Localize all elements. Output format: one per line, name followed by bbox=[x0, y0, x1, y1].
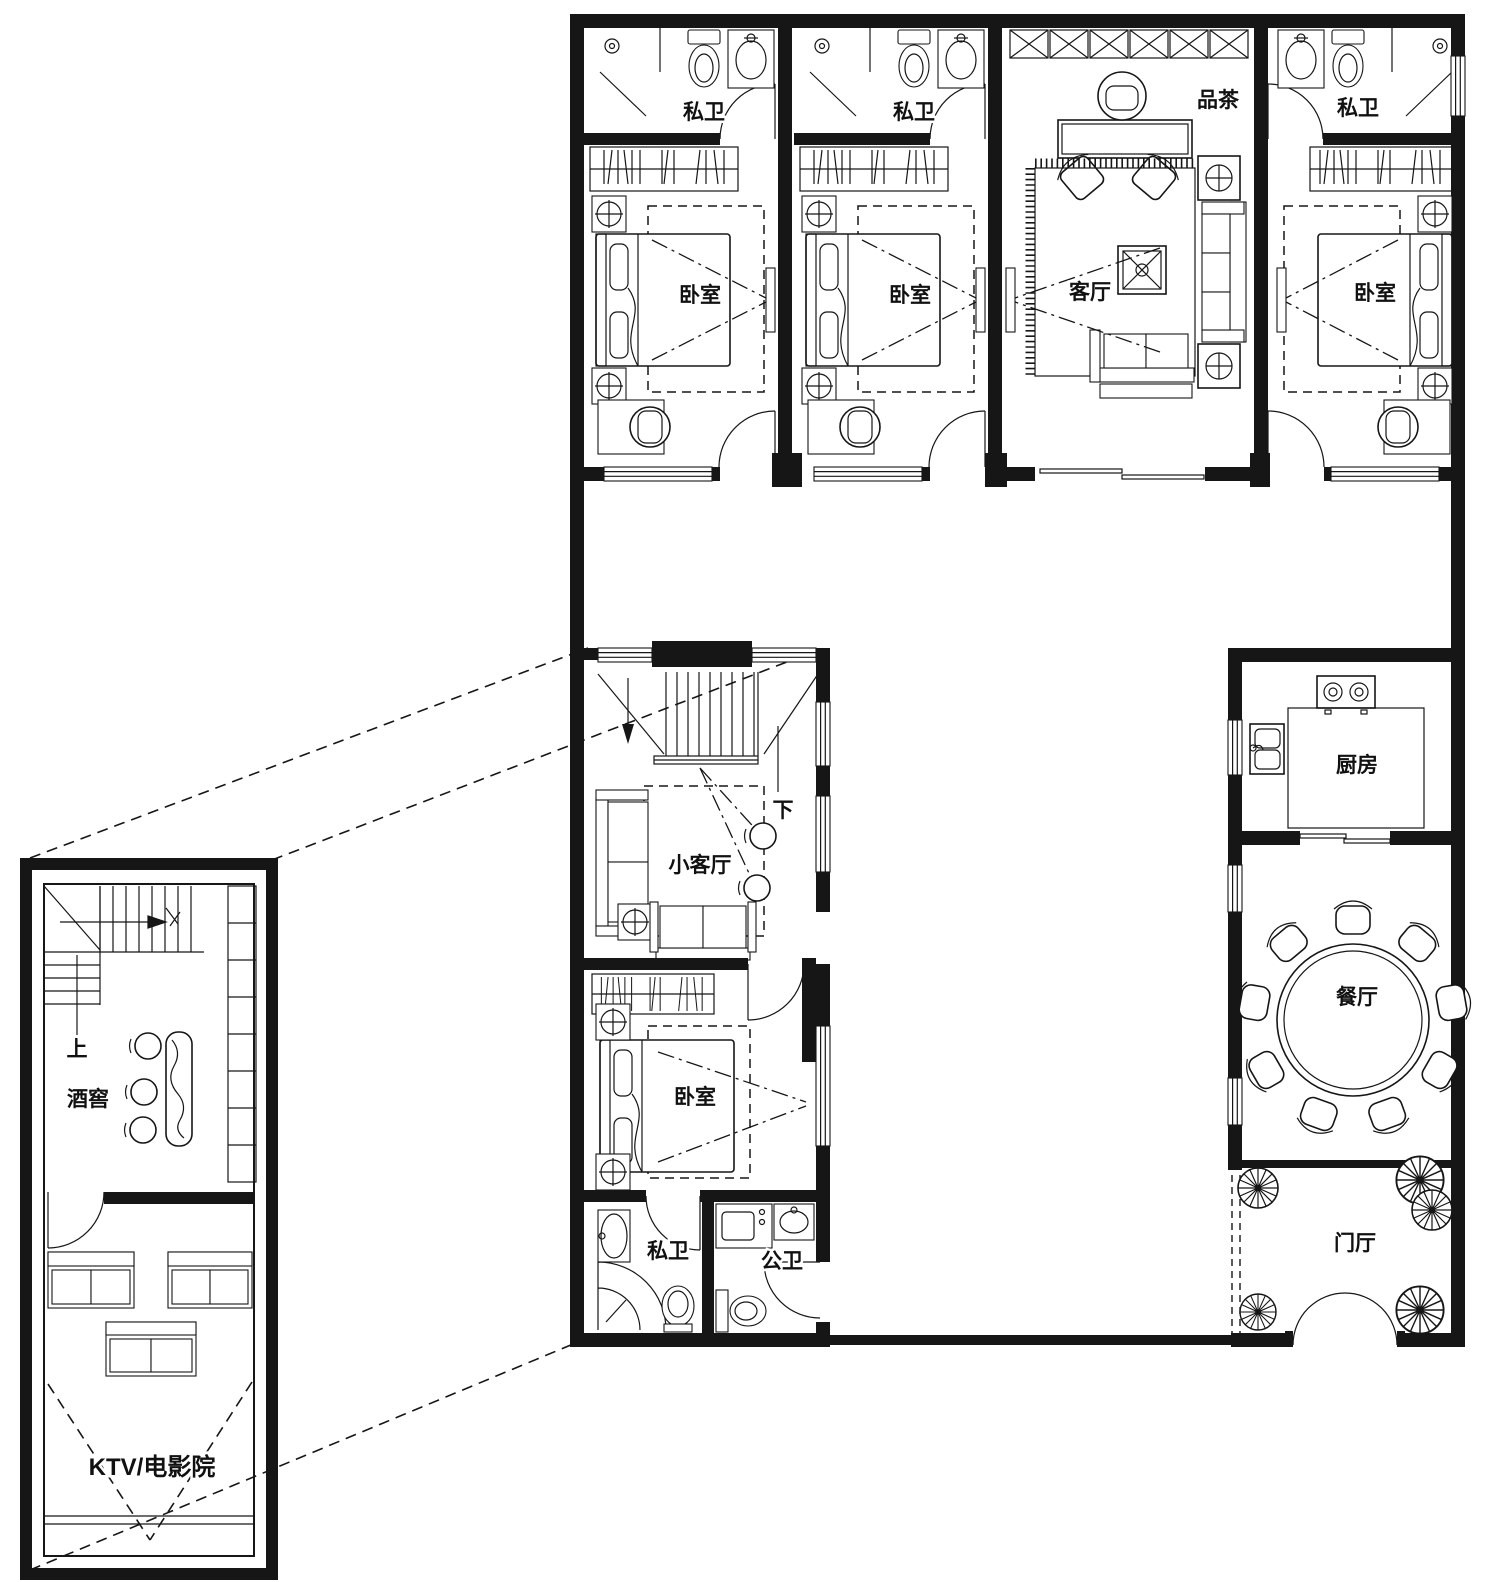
label-dining: 餐厅 bbox=[1336, 985, 1378, 1009]
dining-room bbox=[1227, 864, 1475, 1170]
loveseat bbox=[1089, 329, 1195, 399]
main-outer-walls bbox=[570, 14, 1465, 1347]
sliding-door bbox=[1039, 468, 1205, 480]
lower-bedroom bbox=[584, 958, 816, 1191]
label-bath-private: 私卫 bbox=[647, 1240, 689, 1263]
dining-table bbox=[1231, 900, 1475, 1140]
coffee-table bbox=[1117, 245, 1167, 295]
storage-cabinets bbox=[1009, 29, 1249, 59]
label-down: 下 bbox=[773, 799, 794, 822]
basement-inset bbox=[20, 858, 278, 1580]
sofa bbox=[1201, 201, 1247, 343]
stair-block bbox=[584, 641, 830, 885]
kitchen-room bbox=[1227, 648, 1465, 865]
label-bedroom-3: 卧室 bbox=[1354, 281, 1396, 305]
kitchen-sink bbox=[1249, 723, 1285, 775]
wine-rack bbox=[227, 885, 257, 1183]
stove bbox=[1316, 675, 1376, 715]
tv bbox=[1005, 267, 1016, 333]
kitchen-counter bbox=[1287, 707, 1425, 829]
label-bath-2: 私卫 bbox=[893, 101, 935, 124]
tea-area bbox=[1052, 71, 1193, 205]
ktv-sofas bbox=[47, 1251, 253, 1377]
suite-3-bedroom bbox=[1276, 146, 1453, 455]
left-wing-right-wall bbox=[815, 660, 831, 1345]
stair-direction-arrow bbox=[622, 724, 634, 744]
foyer-room bbox=[1231, 1155, 1453, 1346]
label-kitchen: 厨房 bbox=[1336, 753, 1378, 777]
projection-lines bbox=[29, 647, 819, 1571]
small-living-room bbox=[595, 785, 777, 961]
label-up: 上 bbox=[67, 1038, 88, 1061]
suite-doors bbox=[718, 410, 1325, 468]
living-room bbox=[1005, 29, 1249, 399]
label-foyer: 门厅 bbox=[1334, 1231, 1376, 1255]
window bbox=[1450, 55, 1466, 117]
public-bath-fixtures bbox=[715, 1203, 815, 1333]
label-bath-public: 公卫 bbox=[761, 1250, 803, 1273]
window bbox=[603, 466, 1440, 482]
label-tea: 品茶 bbox=[1197, 88, 1240, 112]
suite-bath-walls bbox=[584, 83, 1465, 145]
stairs-down bbox=[597, 672, 819, 765]
label-ktv: KTV/电影院 bbox=[89, 1453, 216, 1481]
label-cellar: 酒窖 bbox=[67, 1087, 109, 1111]
bar-counter bbox=[165, 1031, 193, 1147]
stairs-up bbox=[43, 885, 204, 1035]
label-living: 客厅 bbox=[1069, 280, 1111, 304]
suite-2-bedroom bbox=[799, 146, 986, 455]
entry-double-door bbox=[1285, 1292, 1405, 1346]
label-bedroom-2: 卧室 bbox=[889, 283, 931, 307]
label-bath-3: 私卫 bbox=[1337, 97, 1379, 120]
label-bath-1: 私卫 bbox=[683, 101, 725, 124]
suite-1-bedroom bbox=[589, 146, 776, 455]
private-bath-fixtures bbox=[597, 1209, 695, 1333]
room-labels: 私卫 私卫 品茶 私卫 卧室 卧室 客厅 卧室 下 小客厅 卧室 私卫 公卫 厨… bbox=[64, 86, 1399, 1484]
label-bedroom-4: 卧室 bbox=[674, 1085, 716, 1109]
side-table bbox=[1197, 155, 1241, 389]
top-block-walls bbox=[584, 28, 1465, 487]
label-small-living: 小客厅 bbox=[669, 853, 732, 877]
label-bedroom-1: 卧室 bbox=[679, 283, 721, 307]
lower-bathrooms bbox=[584, 1190, 830, 1333]
loveseat bbox=[649, 901, 757, 961]
